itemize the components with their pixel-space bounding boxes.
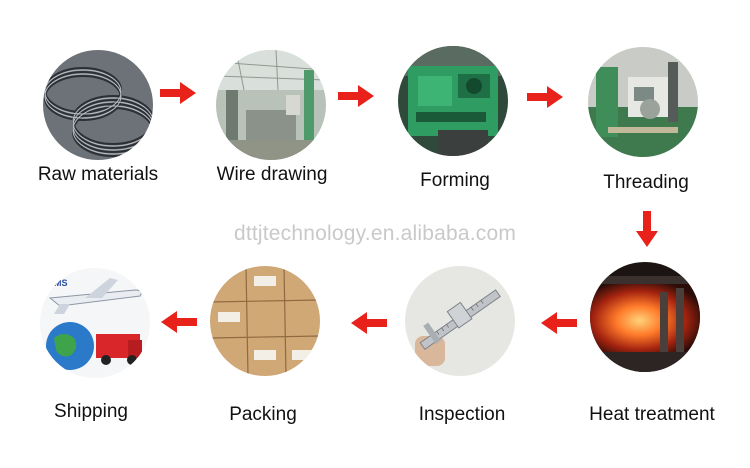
watermark-text: dttjtechnology.en.alibaba.com [233, 222, 517, 245]
wire-drawing-photo [216, 50, 326, 160]
shipping-collage-image: EMS [40, 268, 150, 378]
inspection-photo [405, 266, 515, 376]
arrow-left-icon [541, 312, 577, 334]
packing-photo [210, 266, 320, 376]
arrow-down-icon [636, 211, 658, 247]
arrow-right-icon [527, 86, 563, 108]
ems-logo-text: EMS [48, 278, 68, 288]
threading-photo [588, 47, 698, 157]
threading-machine-image [588, 47, 698, 157]
arrow-left-icon [161, 311, 197, 333]
arrow-right-icon [338, 85, 374, 107]
step-label-forming: Forming [420, 170, 490, 191]
step-label-shipping: Shipping [54, 401, 128, 422]
raw-materials-photo [43, 50, 153, 160]
cartons-image [210, 266, 320, 376]
furnace-image [590, 262, 700, 372]
step-label-heat-treatment: Heat treatment [589, 404, 715, 425]
heat-treatment-photo [590, 262, 700, 372]
airplane-icon [48, 278, 142, 314]
step-label-wire-drawing: Wire drawing [216, 164, 328, 185]
factory-hall-image [216, 50, 326, 160]
caliper-image [405, 266, 515, 376]
shipping-photo: EMS [40, 268, 150, 378]
globe-icon [46, 322, 94, 370]
step-label-raw-materials: Raw materials [37, 164, 159, 185]
wire-coils-image [43, 50, 153, 160]
arrow-left-icon [351, 312, 387, 334]
truck-icon [96, 334, 142, 365]
arrow-right-icon [160, 82, 196, 104]
forming-machine-image [398, 46, 508, 156]
step-label-threading: Threading [603, 172, 689, 193]
forming-photo [398, 46, 508, 156]
step-label-inspection: Inspection [418, 404, 506, 425]
step-label-packing: Packing [229, 404, 297, 425]
caliper-icon [419, 289, 501, 350]
